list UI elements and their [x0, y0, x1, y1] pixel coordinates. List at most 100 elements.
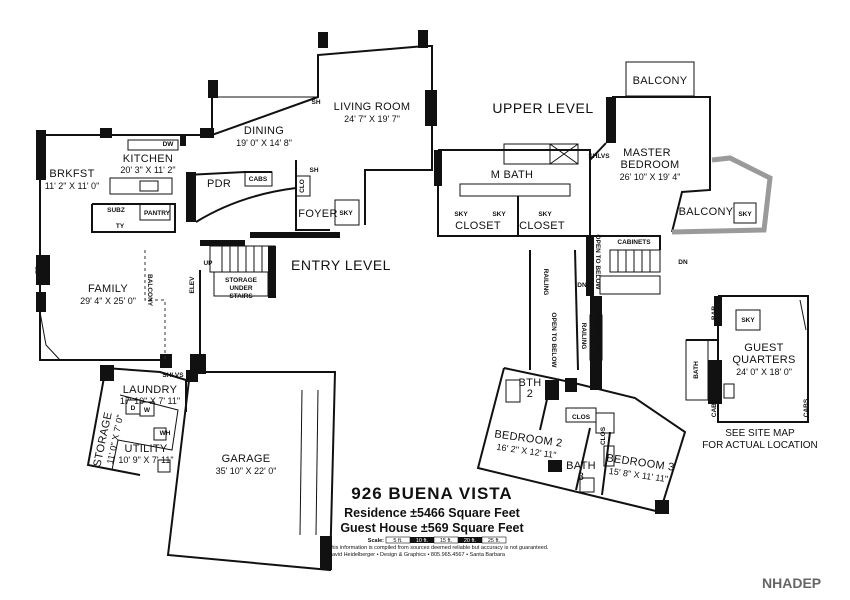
bth-2-line-1: BTH	[519, 377, 542, 389]
storage-under-1: STORAGE	[225, 277, 258, 284]
mbath-name: M BATH	[491, 169, 534, 181]
balcony-top-label: BALCONY	[633, 75, 688, 87]
level-labels: UPPER LEVEL ENTRY LEVEL	[291, 100, 593, 273]
elev-label: ELEV	[189, 276, 196, 294]
foyer-label: FOYER	[298, 208, 337, 220]
balcony-right-label: BALCONY	[679, 206, 734, 218]
site-note: SEE SITE MAP FOR ACTUAL LOCATION	[702, 428, 818, 451]
dining-dims: 19' 0" X 14' 8"	[236, 138, 292, 148]
upper-stairs	[599, 249, 661, 295]
master-dims: 26' 10" X 19' 4"	[620, 172, 681, 182]
scale-mark-1: 5 ft.	[393, 538, 403, 544]
scale-label: Scale:	[368, 538, 384, 544]
bath-3-line-2: 3	[578, 471, 584, 483]
closet-2-name: CLOSET	[519, 220, 565, 232]
watermark: NHADEP	[762, 575, 821, 591]
kitchen-name: KITCHEN	[123, 153, 173, 165]
guest-house-area: Guest House ±569 Square Feet	[340, 521, 524, 535]
cabs-guest-left: CABS	[711, 398, 718, 417]
pdr-label: PDR	[207, 178, 231, 190]
dining-name: DINING	[244, 125, 284, 137]
ty-label: TY	[116, 223, 125, 230]
brkfst-dims: 11' 2" X 11' 0"	[45, 181, 100, 191]
balcony-family-label: BALCONY	[146, 274, 153, 307]
watermark-text: NHADEP	[762, 575, 821, 591]
storage-under-2: UNDER	[229, 285, 252, 292]
disclaimer: This information is compiled from source…	[328, 545, 549, 551]
sky-closet-2-label: SKY	[492, 211, 506, 218]
laundry-name: LAUNDRY	[123, 384, 178, 396]
site-note-line-1: SEE SITE MAP	[725, 428, 795, 439]
cabinets-label: CABINETS	[617, 239, 651, 246]
sh-foyer-label: SH	[309, 167, 318, 174]
bar-label: BAR	[711, 306, 718, 320]
entry-level-walls	[36, 30, 437, 572]
credits: David Heidelberger • Design & Graphics •…	[328, 552, 506, 558]
upper-level-label: UPPER LEVEL	[492, 100, 593, 116]
cabs-guest-right: CABS	[803, 398, 810, 417]
sky-closet-1-label: SKY	[454, 211, 468, 218]
shlvs-laundry-label: SHLVS	[162, 372, 184, 379]
storage-under-3: STAIRS	[229, 293, 253, 300]
sky-closet-3-label: SKY	[538, 211, 552, 218]
dw-label: DW	[163, 141, 175, 148]
brkfst-name: BRKFST	[49, 168, 94, 180]
entry-stairs	[209, 245, 276, 298]
property-title: 926 BUENA VISTA	[351, 484, 512, 503]
entry-level-label: ENTRY LEVEL	[291, 257, 391, 273]
garage-dims: 35' 10" X 22' 0"	[216, 466, 277, 476]
open-below-label-2: OPEN TO BELOW	[594, 234, 601, 290]
upper-level-walls	[434, 61, 773, 514]
room-labels: LIVING ROOM 24' 7" X 19' 7" DINING 19' 0…	[45, 101, 796, 484]
living-room-dims: 24' 7" X 19' 7"	[344, 114, 400, 124]
guest-name-1: GUEST	[744, 342, 783, 354]
railing-label-1: RAILING	[542, 269, 549, 296]
cabs-label: CABS	[249, 176, 268, 183]
utility-dims: 10' 9" X 7' 11"	[118, 455, 173, 465]
fp-family-label: FP	[35, 265, 42, 274]
closet-1-name: CLOSET	[455, 220, 501, 232]
up-label: UP	[203, 260, 213, 267]
guest-dims: 24' 0" X 18' 0"	[736, 367, 792, 377]
small-labels: BALCONY BALCONY BALCONY FOYER PDR PANTRY…	[35, 75, 810, 445]
dn-label-2: DN	[577, 282, 587, 289]
clos-label-2: CLOS	[600, 426, 607, 445]
dryer-label: D	[131, 405, 136, 412]
scale-mark-3: 15 ft.	[440, 538, 453, 544]
garage-name: GARAGE	[222, 453, 271, 465]
guest-quarters-walls	[685, 295, 809, 423]
subz-label: SUBZ	[107, 207, 125, 214]
utility-name: UTILITY	[124, 443, 167, 455]
sky-balcony-label: SKY	[738, 211, 752, 218]
living-room-name: LIVING ROOM	[334, 101, 411, 113]
kitchen-dims: 20' 3" X 11' 2"	[120, 165, 175, 175]
open-below-label-3: OPEN TO BELOW	[595, 310, 602, 366]
site-note-line-2: FOR ACTUAL LOCATION	[702, 440, 818, 451]
clos-label-1: CLOS	[572, 414, 591, 421]
bath-3-line-1: BATH	[566, 460, 596, 472]
family-dims: 29' 4" X 25' 0"	[80, 296, 136, 306]
dn-label-1: DN	[678, 259, 688, 266]
scale-mark-2: 10 ft.	[416, 538, 429, 544]
guest-bath-label: BATH	[693, 361, 700, 379]
master-name-2: BEDROOM	[621, 159, 680, 171]
shlvs-label: SHLVS	[588, 153, 610, 160]
sky-guest-label: SKY	[741, 317, 755, 324]
clo-label: CLO	[299, 179, 306, 193]
washer-label: W	[144, 407, 151, 414]
open-below-label-1: OPEN TO BELOW	[550, 312, 557, 368]
wh-label: WH	[160, 430, 171, 437]
pantry-label: PANTRY	[144, 210, 171, 217]
family-name: FAMILY	[88, 283, 128, 295]
title-block: 926 BUENA VISTA Residence ±5466 Square F…	[328, 484, 549, 558]
laundry-dims: 17' 10" X 7' 11"	[120, 396, 180, 406]
residence-area: Residence ±5466 Square Feet	[344, 506, 521, 520]
scale-mark-5: 25 ft.	[488, 538, 501, 544]
bth-2-line-2: 2	[527, 388, 533, 400]
fp-living-label: FP	[430, 99, 437, 108]
master-name-1: MASTER	[623, 147, 671, 159]
scale-mark-4: 20 ft.	[464, 538, 477, 544]
sky-foyer-label: SKY	[339, 210, 353, 217]
railing-label-2: RAILING	[580, 323, 587, 350]
